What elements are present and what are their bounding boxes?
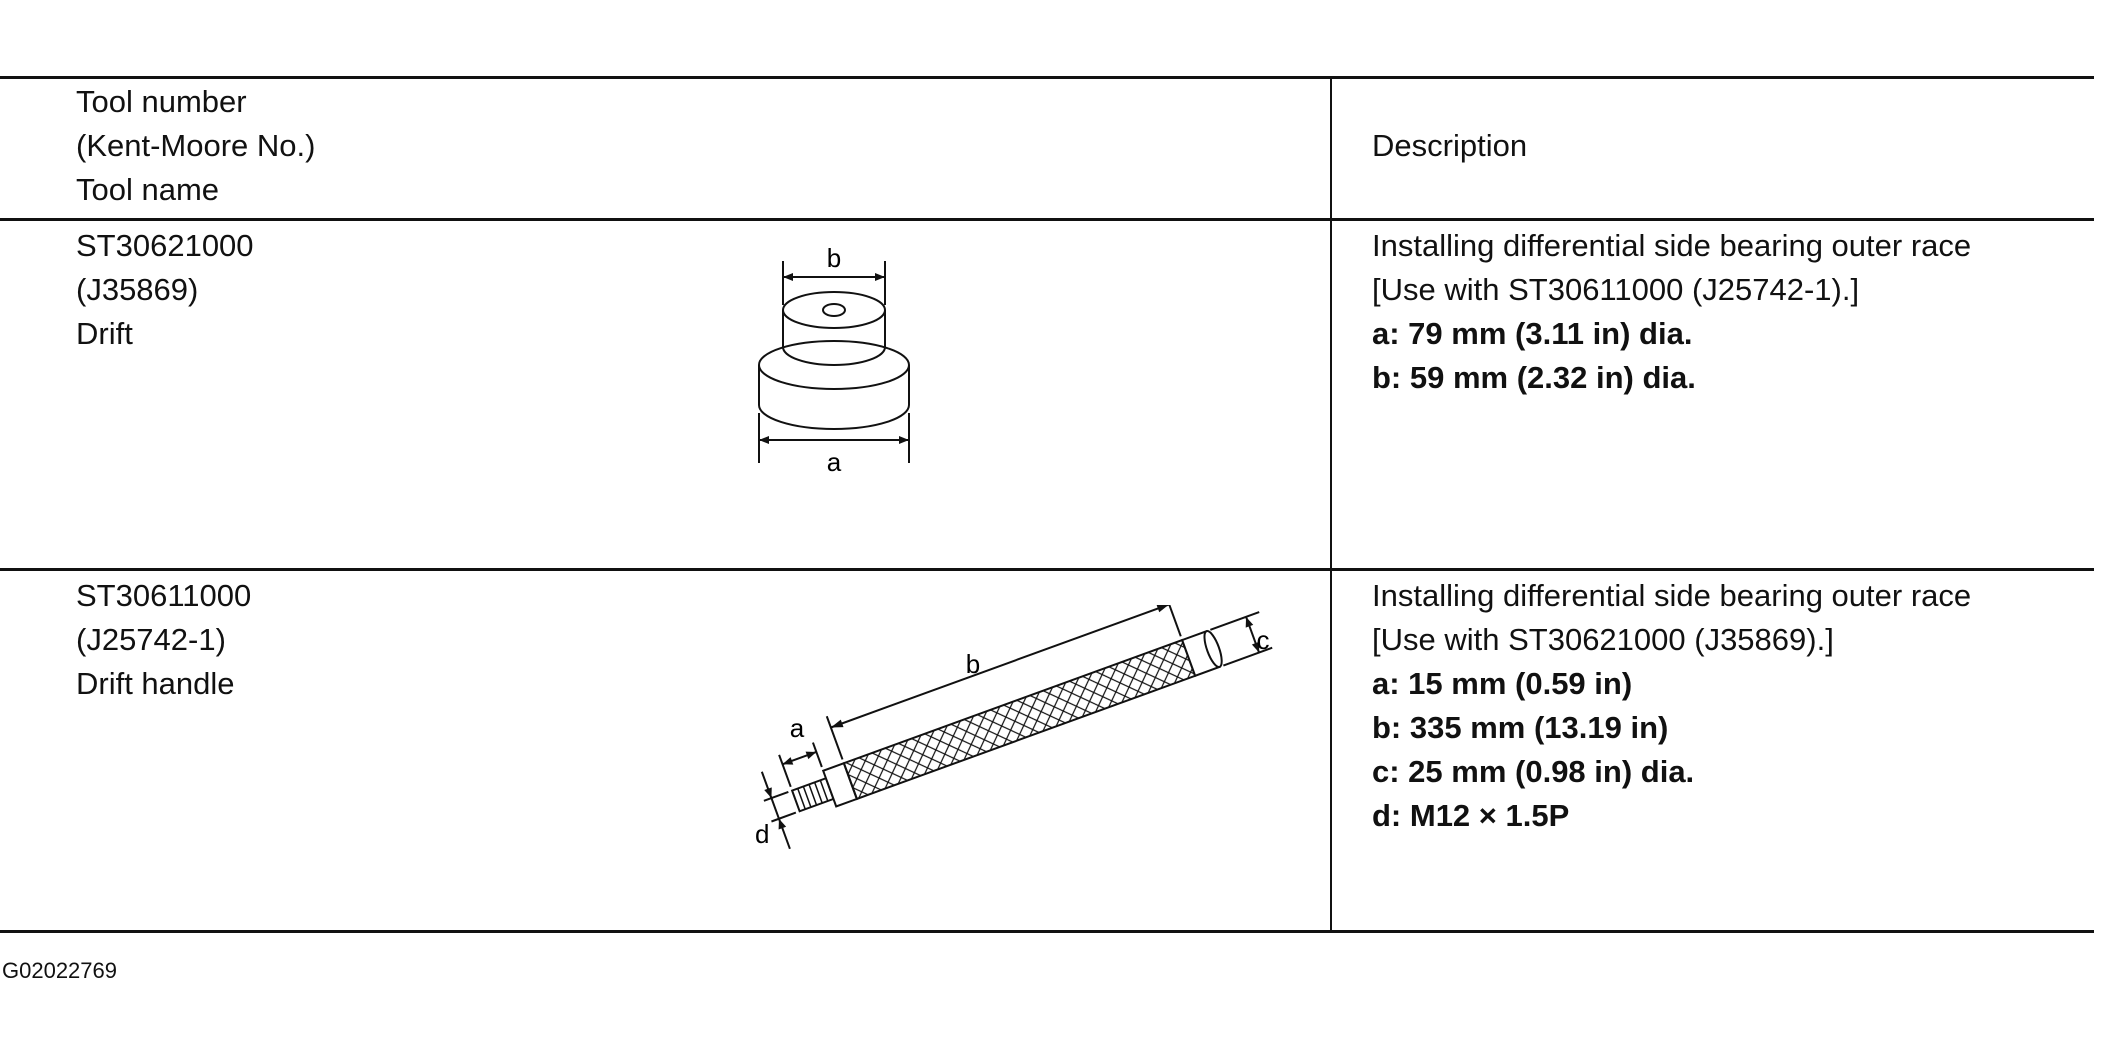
row1-spec-a: a: 79 mm (3.11 in) dia. (1372, 316, 1693, 351)
drift-handle-illustration: b c a d (755, 605, 1273, 850)
drift-label-a: a (827, 447, 842, 477)
row2-spec-c: c: 25 mm (0.98 in) dia. (1372, 754, 1695, 789)
row2-note: [Use with ST30621000 (J35869).] (1372, 622, 1834, 657)
row2-spec-a: a: 15 mm (0.59 in) (1372, 666, 1633, 701)
header-description-label: Description (1372, 128, 1528, 163)
table-top-rule (0, 76, 2094, 79)
row2-tool-name: Drift handle (76, 666, 235, 701)
drift-label-b: b (827, 243, 841, 273)
header-description: Description (1372, 124, 1527, 168)
row-divider-rule (0, 568, 2094, 571)
row2-kent-moore: (J25742-1) (76, 622, 226, 657)
row2-description: Installing differential side bearing out… (1372, 574, 1971, 838)
header-kent-moore: (Kent-Moore No.) (76, 128, 316, 163)
row1-tool-number: ST30621000 (76, 228, 254, 263)
header-tool-column: Tool number (Kent-Moore No.) Tool name (76, 80, 315, 212)
row1-tool-info: ST30621000 (J35869) Drift (76, 224, 254, 356)
table-bottom-rule (0, 930, 2094, 933)
row2-tool-info: ST30611000 (J25742-1) Drift handle (76, 574, 251, 706)
header-tool-name: Tool name (76, 172, 220, 207)
row1-description-text: Installing differential side bearing out… (1372, 228, 1972, 263)
handle-label-d: d (755, 819, 769, 849)
row1-description: Installing differential side bearing out… (1372, 224, 1971, 400)
row2-spec-d: d: M12 × 1.5P (1372, 798, 1570, 833)
row1-note: [Use with ST30611000 (J25742-1).] (1372, 272, 1860, 307)
handle-label-c: c (1257, 625, 1270, 655)
row1-kent-moore: (J35869) (76, 272, 199, 307)
handle-label-a: a (790, 713, 805, 743)
row2-tool-number: ST30611000 (76, 578, 252, 613)
header-bottom-rule (0, 218, 2094, 221)
row1-spec-b: b: 59 mm (2.32 in) dia. (1372, 360, 1696, 395)
column-divider (1330, 78, 1332, 931)
handle-label-b: b (966, 649, 980, 679)
header-tool-number: Tool number (76, 84, 247, 119)
row1-tool-name: Drift (76, 316, 133, 351)
figure-id: G02022769 (2, 958, 117, 983)
row2-spec-b: b: 335 mm (13.19 in) (1372, 710, 1669, 745)
row2-description-text: Installing differential side bearing out… (1372, 578, 1972, 613)
drift-illustration: b a (758, 243, 910, 477)
